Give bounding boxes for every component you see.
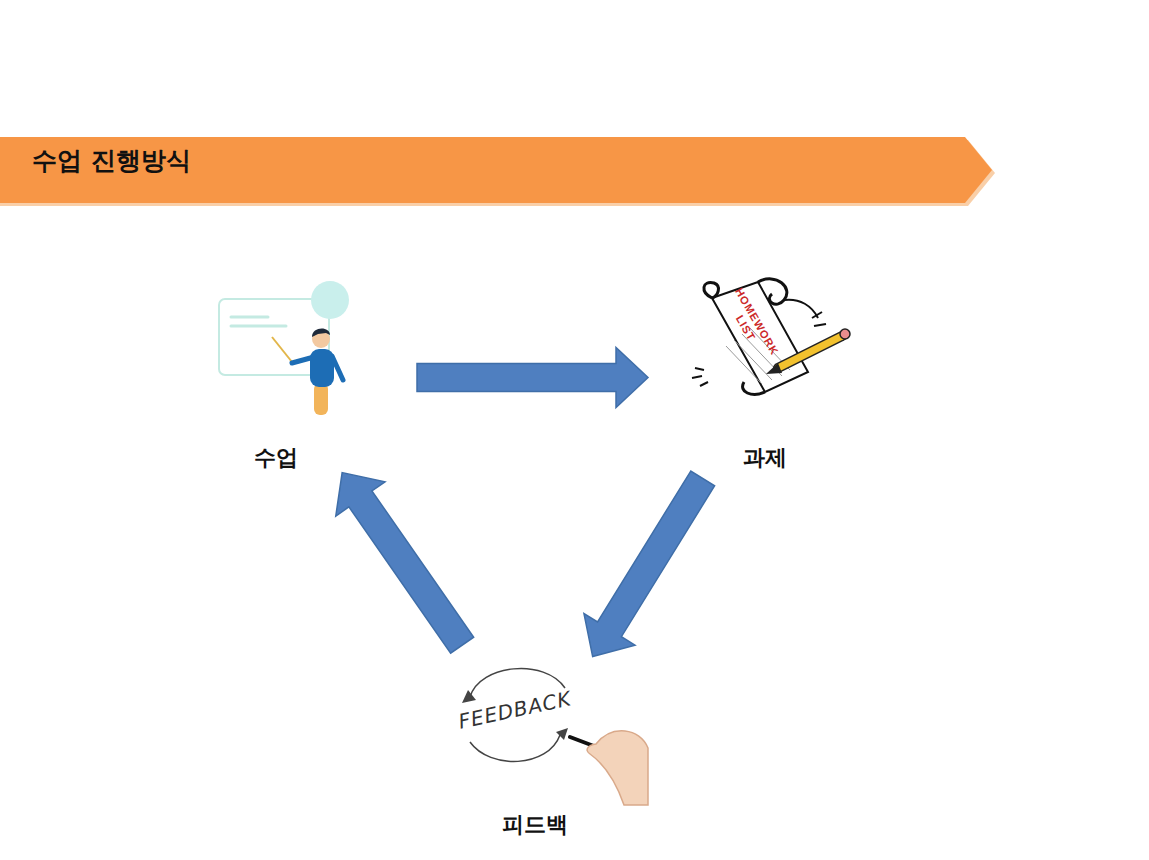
teacher-body xyxy=(310,349,334,387)
page-title: 수업 진행방식 xyxy=(32,145,191,177)
cycle-arrow xyxy=(470,735,560,761)
node-label: 수업 xyxy=(211,445,341,471)
pencil-body xyxy=(778,336,842,368)
pencil-tip xyxy=(766,363,782,374)
cycle-arrowhead xyxy=(462,690,476,703)
board-line xyxy=(231,325,286,328)
block-arrow xyxy=(584,471,715,657)
title-band xyxy=(0,137,992,203)
process-node: 수업 xyxy=(211,280,341,475)
illustration-text: FEEDBACK xyxy=(444,684,586,737)
teacher-illustration xyxy=(219,281,349,415)
process-node: 피드백 xyxy=(455,660,615,840)
pencil-outline xyxy=(778,336,842,368)
homework-paper xyxy=(712,282,808,392)
process-node: 과제 xyxy=(690,280,840,475)
block-arrow xyxy=(417,348,648,408)
motion-mark xyxy=(812,312,822,318)
paper-curl xyxy=(758,279,787,304)
motion-mark xyxy=(692,376,702,378)
paper-swirl xyxy=(784,300,818,318)
cycle-arrowhead xyxy=(556,728,568,740)
motion-mark xyxy=(814,324,826,326)
speech-bubble xyxy=(311,281,349,319)
paper-curl xyxy=(704,283,719,298)
teacher-legs xyxy=(314,383,328,415)
pointer-stick xyxy=(272,337,292,362)
block-arrow xyxy=(336,473,474,654)
homework-illustration xyxy=(692,279,850,395)
writing-hand xyxy=(587,731,648,805)
motion-mark xyxy=(700,382,708,386)
node-label: 피드백 xyxy=(455,812,615,838)
teacher-hair xyxy=(312,328,330,337)
node-label: 과제 xyxy=(690,445,840,471)
board-line xyxy=(231,316,268,319)
pencil-eraser xyxy=(840,329,850,339)
motion-mark xyxy=(695,368,704,370)
